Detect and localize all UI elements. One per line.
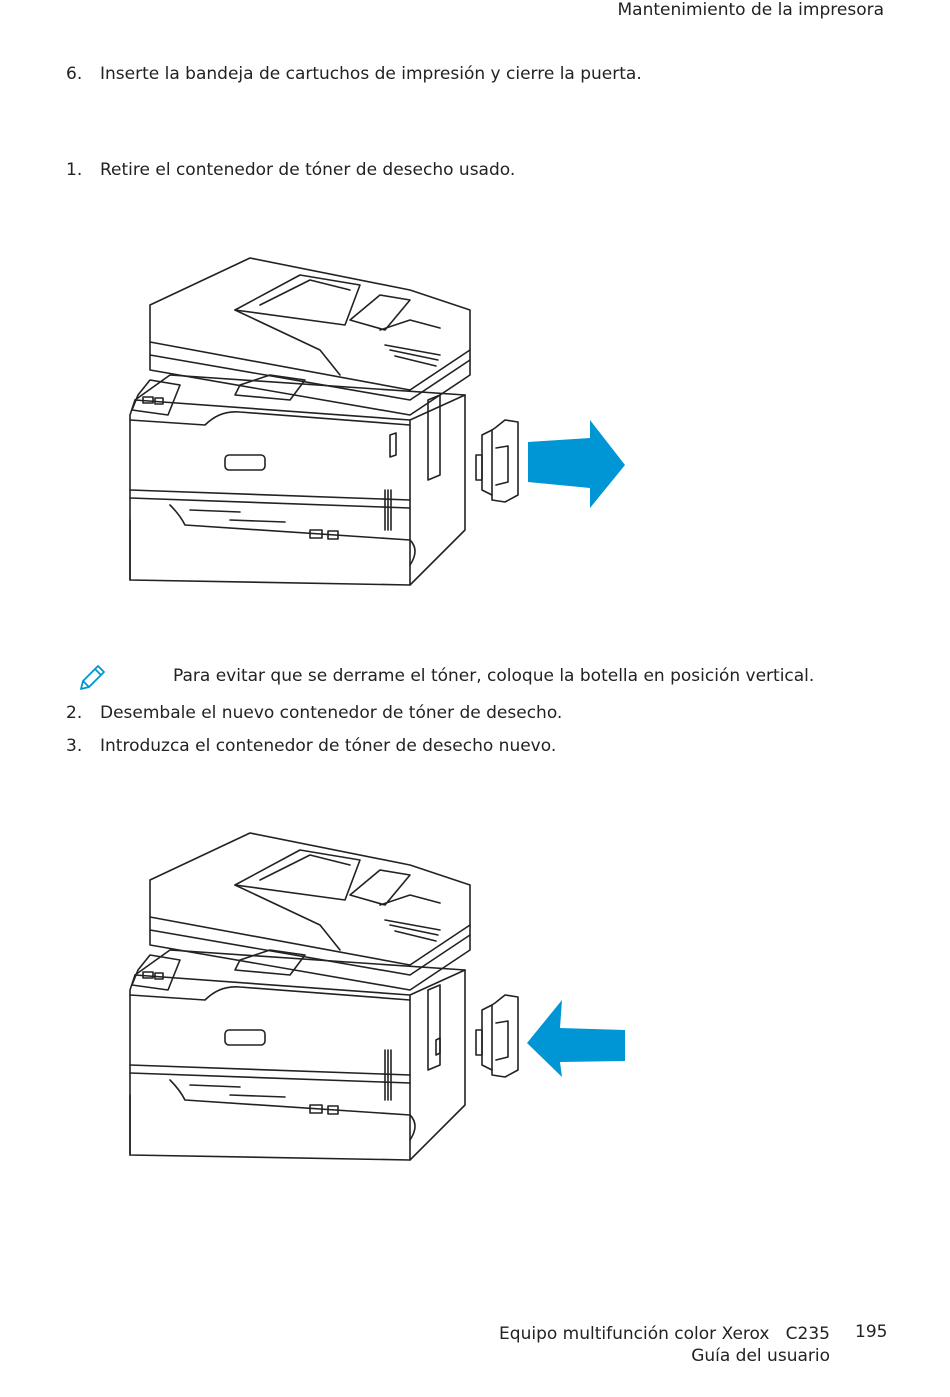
note-callout: Para evitar que se derrame el tóner, col… (76, 662, 836, 696)
arrow-left-icon (527, 1000, 625, 1077)
step-number: 3. (66, 736, 83, 756)
arrow-right-icon (528, 420, 625, 508)
printer-insert-waste-toner-illustration (129, 832, 625, 1161)
step-number: 6. (66, 64, 83, 84)
printer-remove-waste-toner-illustration (129, 257, 625, 586)
pencil-icon (80, 665, 105, 690)
step-number: 1. (66, 160, 83, 180)
page-footer: Equipo multifunción color Xerox C235 Guí… (499, 1323, 830, 1367)
step-1: 1. Retire el contenedor de tóner de dese… (66, 160, 515, 180)
step-number: 2. (66, 703, 83, 723)
step-3: 3. Introduzca el contenedor de tóner de … (66, 736, 556, 756)
step-text: Retire el contenedor de tóner de desecho… (100, 160, 516, 180)
step-2: 2. Desembale el nuevo contenedor de tóne… (66, 703, 562, 723)
step-text: Desembale el nuevo contenedor de tóner d… (100, 703, 563, 723)
page-number: 195 (855, 1322, 888, 1342)
step-6: 6. Inserte la bandeja de cartuchos de im… (66, 64, 642, 84)
running-header: Mantenimiento de la impresora (617, 0, 884, 20)
step-text: Introduzca el contenedor de tóner de des… (100, 736, 557, 756)
footer-product-line: Equipo multifunción color Xerox C235 (499, 1324, 830, 1344)
note-text: Para evitar que se derrame el tóner, col… (173, 666, 815, 686)
step-text: Inserte la bandeja de cartuchos de impre… (100, 64, 642, 84)
footer-guide-line: Guía del usuario (691, 1346, 830, 1366)
